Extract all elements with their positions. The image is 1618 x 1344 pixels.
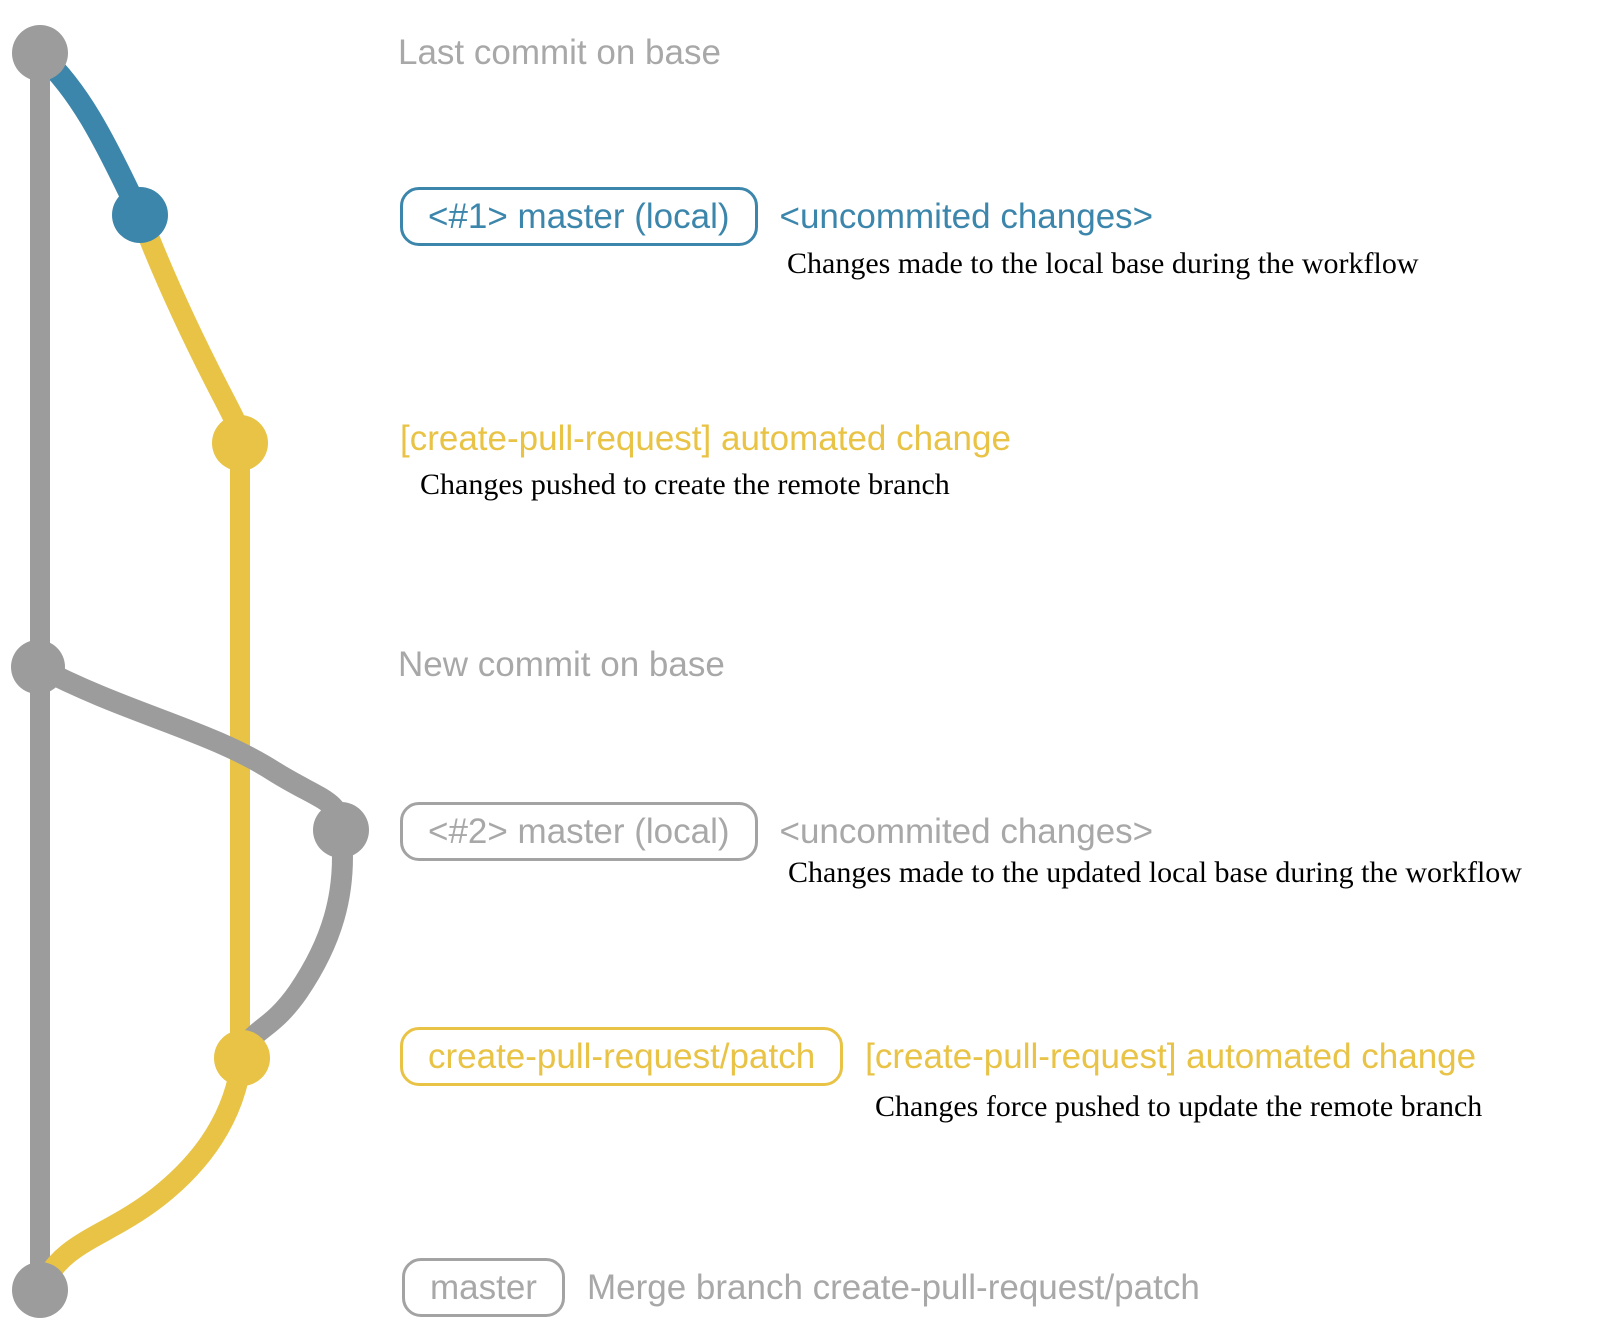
- branch-label-master: master: [402, 1258, 565, 1317]
- note-local-changes-2: Changes made to the updated local base d…: [788, 856, 1522, 889]
- note-force-push-update: Changes force pushed to update the remot…: [875, 1090, 1483, 1123]
- branch-label-master-local-2: <#2> master (local): [400, 802, 758, 861]
- branch-blue-curve: [31, 45, 151, 226]
- commit-message-merge: Merge branch create-pull-request/patch: [586, 1267, 1200, 1307]
- row-merge-commit: master Merge branch create-pull-request/…: [402, 1258, 1200, 1317]
- commit-dot-local-2: [313, 802, 369, 858]
- rebase-cross-curve: [27, 656, 352, 841]
- commit-message-automated-change-1: [create-pull-request] automated change: [400, 419, 1011, 458]
- row-remote-branch-update: create-pull-request/patch [create-pull-r…: [400, 1027, 1476, 1086]
- heading-last-commit-on-base: Last commit on base: [398, 33, 721, 72]
- note-push-create-remote: Changes pushed to create the remote bran…: [420, 468, 950, 501]
- commit-message-uncommited-2: <uncommited changes>: [779, 811, 1154, 851]
- merge-curve: [31, 1047, 253, 1297]
- rebase-down-curve: [233, 819, 353, 1063]
- note-local-changes-1: Changes made to the local base during th…: [787, 247, 1419, 280]
- row-local-commit-1: <#1> master (local) <uncommited changes>: [400, 187, 1153, 246]
- commit-dot-local-1: [112, 187, 168, 243]
- branch-label-master-local-1: <#1> master (local): [400, 187, 758, 246]
- commit-dot-remote-2: [214, 1030, 270, 1086]
- branch-label-create-pull-request-patch: create-pull-request/patch: [400, 1027, 844, 1086]
- commit-graph: [11, 25, 369, 1318]
- commit-dot-remote-1: [212, 415, 268, 471]
- branch-yellow-upper-curve: [129, 204, 251, 461]
- row-local-commit-2: <#2> master (local) <uncommited changes>: [400, 802, 1153, 861]
- commit-dot-base-last: [12, 25, 68, 81]
- commit-dot-base-new: [11, 640, 65, 694]
- commit-dot-merge: [12, 1262, 68, 1318]
- commit-message-automated-change-2: [create-pull-request] automated change: [865, 1036, 1477, 1076]
- commit-message-uncommited-1: <uncommited changes>: [779, 196, 1154, 236]
- heading-new-commit-on-base: New commit on base: [398, 645, 725, 684]
